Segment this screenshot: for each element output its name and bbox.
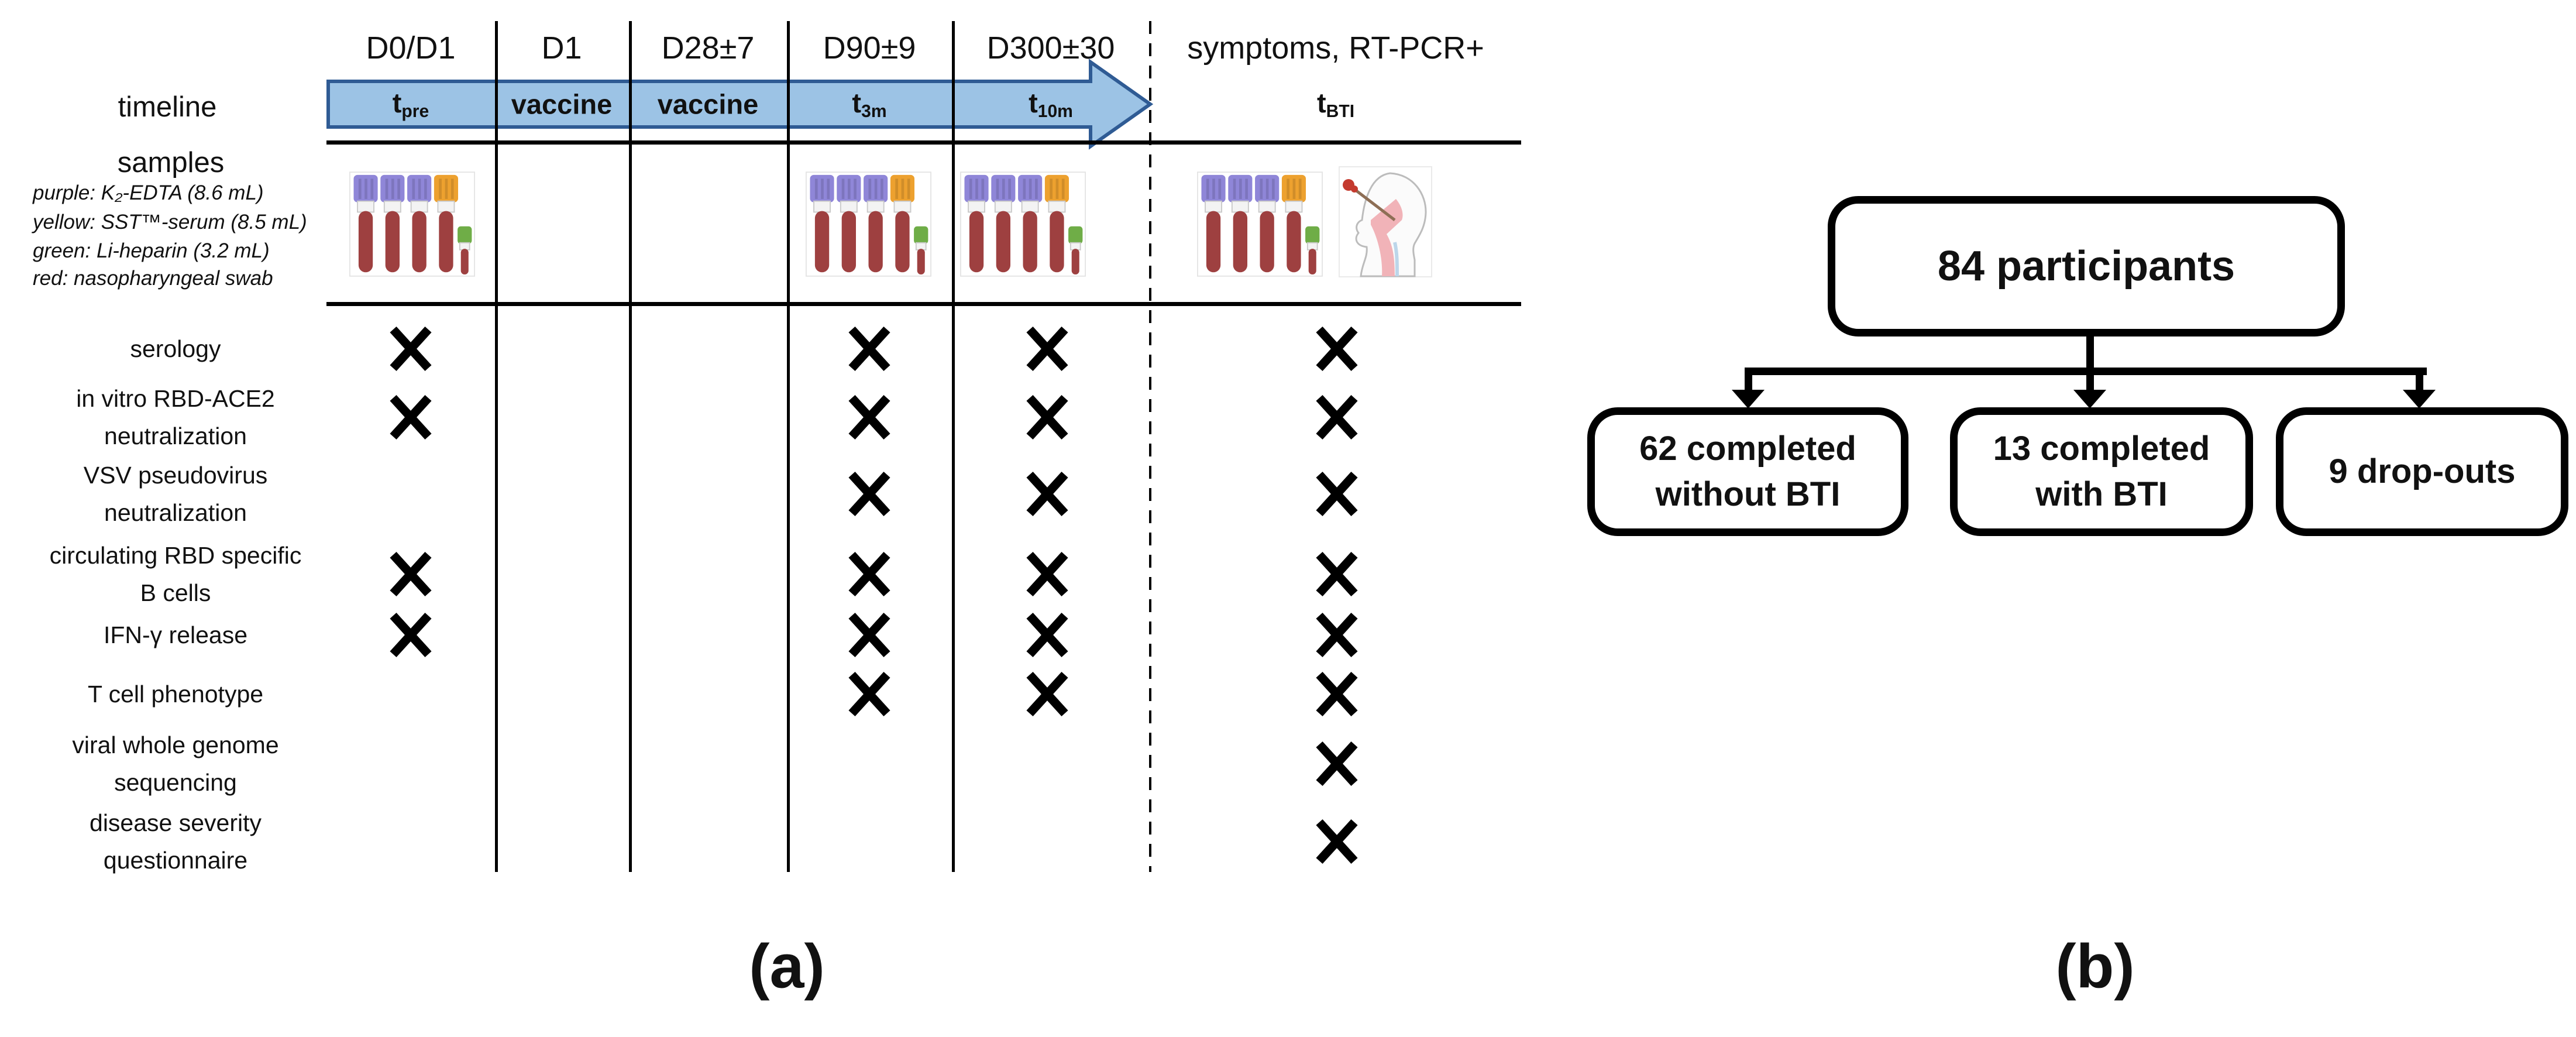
x-mark-b-cells-d90 [847,550,892,601]
sample-legend-line: green: Li-heparin (3.2 mL) [33,239,270,262]
x-mark-b-cells-tpre [388,550,433,601]
timeline-label-bti: tBTI [1316,87,1355,122]
timeline-label-d90: t3m [852,87,887,122]
x-mark-t-cell-d300 [1025,670,1069,721]
grid-line-col-3 [787,21,790,872]
x-mark-ifn-gamma-d90 [847,611,892,662]
flow-connector-root-stem [2086,335,2094,370]
flow-box-total-label: 84 participants [1937,243,2235,290]
column-header-tpre: D0/D1 [366,30,456,66]
x-mark-vsv-d90 [847,470,892,521]
flow-connector-stub-left [1745,368,1752,392]
column-header-bti: symptoms, RT-PCR+ [1187,30,1484,66]
blood-tubes-icon-tpre [349,168,475,283]
x-mark-serology-d300 [1025,325,1069,376]
grid-line-under-samples [326,302,1521,306]
x-mark-serology-tpre [388,325,433,376]
assay-label-ifn-gamma: IFN-γ release [103,621,248,648]
x-mark-rbd-ace2-tpre [388,393,433,444]
x-mark-questionnaire-bti [1315,818,1359,868]
timeline-label-d300: t10m [1029,87,1073,122]
column-header-d90: D90±9 [823,30,916,66]
x-mark-b-cells-d300 [1025,550,1069,601]
x-mark-b-cells-bti [1315,550,1359,601]
timeline-label-tpre: tpre [392,87,429,122]
nasopharyngeal-swab-icon [1339,166,1432,280]
flow-connector-stub-right [2416,368,2423,392]
blood-tubes-icon-d90 [806,168,931,283]
flow-connector-bar [1745,368,2427,375]
grid-line-col-2 [629,21,632,872]
x-mark-serology-d90 [847,325,892,376]
flow-connector-stub-middle [2086,368,2094,392]
timeline-label-d1: vaccine [511,88,613,120]
x-mark-rbd-ace2-bti [1315,393,1359,444]
sample-legend-line: purple: K₂-EDTA (8.6 mL) [33,181,264,204]
column-header-d300: D300±30 [986,30,1115,66]
grid-line-under-timeline [326,140,1521,145]
panel-b-label: (b) [2055,932,2135,1001]
timeline-label-d28: vaccine [657,88,759,120]
x-mark-rbd-ace2-d90 [847,393,892,444]
x-mark-vsv-d300 [1025,470,1069,521]
x-mark-serology-bti [1315,325,1359,376]
timeline-row-label: timeline [118,91,217,123]
blood-tubes-icon-bti [1197,168,1323,283]
column-header-d1: D1 [541,30,582,66]
panel-a-label: (a) [749,932,825,1001]
flow-box-drop-outs: 9 drop-outs [2276,407,2568,536]
x-mark-ifn-gamma-bti [1315,611,1359,662]
grid-line-bti-dashed [1149,21,1151,872]
samples-row-label: samples [117,147,225,178]
flow-box-total-participants: 84 participants [1828,196,2345,336]
x-mark-ifn-gamma-d300 [1025,611,1069,662]
grid-line-col-4 [952,21,955,872]
blood-tubes-icon-d300 [960,168,1086,283]
x-mark-wgs-bti [1315,740,1359,791]
grid-line-col-1 [495,21,498,872]
sample-legend-line: yellow: SST™-serum (8.5 mL) [33,211,307,234]
x-mark-t-cell-bti [1315,670,1359,721]
assay-label-serology: serology [130,335,221,362]
x-mark-ifn-gamma-tpre [388,611,433,662]
x-mark-vsv-bti [1315,470,1359,521]
x-mark-t-cell-d90 [847,670,892,721]
sample-legend-line: red: nasopharyngeal swab [33,267,273,290]
arrow-down-icon [1732,390,1765,408]
assay-label-t-cell: T cell phenotype [87,681,264,708]
timeline-arrow [326,59,1154,150]
arrow-down-icon [2403,390,2436,408]
x-mark-rbd-ace2-d300 [1025,393,1069,444]
column-header-d28: D28±7 [661,30,755,66]
arrow-down-icon [2073,390,2106,408]
